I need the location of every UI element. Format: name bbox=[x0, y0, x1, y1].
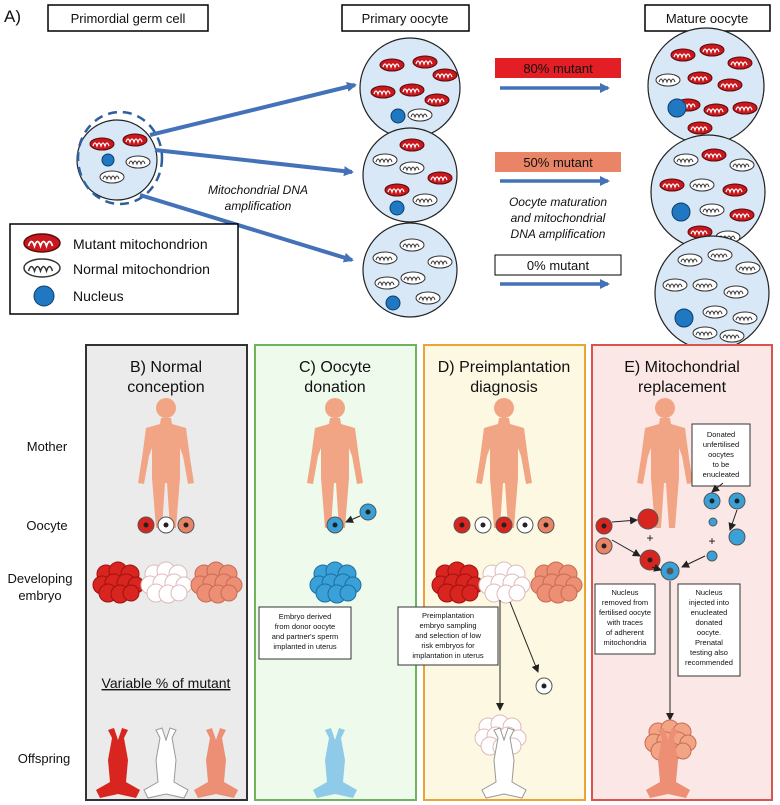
panel-d-title-1: D) Preimplantation bbox=[438, 359, 571, 376]
embryo-b-pink bbox=[190, 561, 243, 604]
panel-d-oocytes bbox=[453, 516, 555, 534]
bar-50-mutant bbox=[495, 152, 621, 172]
svg-text:Embryo derived: Embryo derived bbox=[279, 612, 332, 621]
panel-e-removed-note: Nucleus removed from fertilised oocyte w… bbox=[594, 583, 656, 655]
legend-nucleus-icon bbox=[33, 285, 55, 307]
plus-sign-2: + bbox=[708, 534, 715, 548]
svg-text:Preimplantation: Preimplantation bbox=[422, 611, 474, 620]
maturation-text-2: and mitochondrial bbox=[511, 211, 606, 225]
primordial-box bbox=[47, 4, 209, 32]
row-label-offspring: Offspring bbox=[18, 751, 71, 766]
svg-text:Nucleus: Nucleus bbox=[695, 588, 722, 597]
svg-text:recommended: recommended bbox=[685, 658, 733, 667]
primordial-label: Primordial germ cell bbox=[71, 11, 186, 26]
row-label-developing-2: embryo bbox=[18, 588, 61, 603]
arrow-d-sample bbox=[509, 601, 540, 673]
mature-oocyte-low bbox=[654, 235, 770, 351]
svg-text:Donated: Donated bbox=[707, 430, 735, 439]
svg-text:enucleated: enucleated bbox=[691, 608, 728, 617]
row-label-oocyte: Oocyte bbox=[26, 518, 67, 533]
svg-text:enucleated: enucleated bbox=[703, 470, 740, 479]
svg-text:risk embryos for: risk embryos for bbox=[421, 641, 475, 650]
panel-c-title-1: C) Oocyte bbox=[299, 359, 371, 376]
mature-label: Mature oocyte bbox=[666, 11, 748, 26]
panel-e-donated-note: Donated unfertilised oocytes to be enucl… bbox=[691, 423, 751, 487]
plus-sign-1: + bbox=[646, 531, 653, 545]
primary-box bbox=[341, 4, 470, 32]
embryo-d-red bbox=[431, 561, 484, 604]
panel-b-title-1: B) Normal bbox=[130, 359, 202, 376]
bar-80-mutant bbox=[495, 58, 621, 78]
bar-80-label: 80% mutant bbox=[523, 61, 593, 76]
svg-text:testing also: testing also bbox=[690, 648, 728, 657]
svg-text:oocytes: oocytes bbox=[708, 450, 734, 459]
legend-normal-label: Normal mitochondrion bbox=[73, 261, 210, 277]
svg-text:embryo sampling: embryo sampling bbox=[419, 621, 476, 630]
arrow-to-oocyte-1 bbox=[149, 82, 357, 137]
svg-text:Nucleus: Nucleus bbox=[611, 588, 638, 597]
svg-text:implantation in uterus: implantation in uterus bbox=[412, 651, 484, 660]
panel-e-title-1: E) Mitochondrial bbox=[624, 359, 740, 376]
legend-nucleus-label: Nucleus bbox=[73, 288, 124, 304]
maturation-text-3: DNA amplification bbox=[511, 227, 606, 241]
bar-0-label: 0% mutant bbox=[527, 258, 590, 273]
svg-text:donated: donated bbox=[695, 618, 722, 627]
svg-text:of adherent: of adherent bbox=[606, 628, 645, 637]
svg-text:from donor oocyte: from donor oocyte bbox=[275, 622, 335, 631]
svg-text:to be: to be bbox=[713, 460, 730, 469]
arrow-to-oocyte-2 bbox=[154, 148, 354, 177]
panel-e-injected-note: Nucleus injected into enucleated donated… bbox=[677, 583, 741, 677]
primary-oocyte-mid bbox=[362, 127, 458, 223]
embryo-b-white bbox=[140, 561, 193, 604]
mature-oocyte-mid bbox=[650, 134, 766, 250]
panel-b-oocytes bbox=[137, 516, 195, 534]
panel-e-title-2: replacement bbox=[638, 379, 727, 396]
bar-0-mutant bbox=[494, 254, 622, 276]
panel-c-note: Embryo derived from donor oocyte and par… bbox=[258, 606, 352, 660]
svg-text:and selection of low: and selection of low bbox=[415, 631, 481, 640]
embryo-d-pink bbox=[530, 561, 583, 604]
svg-text:Prenatal: Prenatal bbox=[695, 638, 723, 647]
svg-text:fertilised oocyte: fertilised oocyte bbox=[599, 608, 651, 617]
primary-label: Primary oocyte bbox=[362, 11, 449, 26]
arrow-to-oocyte-3 bbox=[139, 193, 354, 263]
row-label-mother: Mother bbox=[27, 439, 68, 454]
panel-d-note: Preimplantation embryo sampling and sele… bbox=[397, 606, 499, 666]
amplification-text-2: amplification bbox=[225, 199, 292, 213]
primary-oocyte-high bbox=[359, 37, 461, 139]
svg-text:and partner's sperm: and partner's sperm bbox=[272, 632, 338, 641]
panel-d-title-2: diagnosis bbox=[470, 379, 538, 396]
embryo-c bbox=[309, 561, 362, 604]
legend-mutant-label: Mutant mitochondrion bbox=[73, 236, 208, 252]
amplification-text-1: Mitochondrial DNA bbox=[208, 183, 308, 197]
panel-b-title-2: conception bbox=[127, 379, 204, 396]
embryo-b-red bbox=[92, 561, 145, 604]
panel-e-oocytes: + + bbox=[595, 492, 746, 581]
mature-oocyte-high bbox=[647, 27, 765, 145]
svg-text:unfertilised: unfertilised bbox=[703, 440, 739, 449]
svg-text:implanted in uterus: implanted in uterus bbox=[273, 642, 337, 651]
variable-percent-label: Variable % of mutant bbox=[102, 675, 231, 691]
panel-a-label: A) bbox=[4, 7, 21, 26]
primary-oocyte-low bbox=[362, 222, 458, 318]
embryo-d-white bbox=[478, 561, 531, 604]
legend: Mutant mitochondrion Normal mitochondrio… bbox=[9, 223, 239, 315]
bar-50-label: 50% mutant bbox=[523, 155, 593, 170]
svg-text:mitochondria: mitochondria bbox=[604, 638, 648, 647]
primordial-cell bbox=[76, 110, 164, 206]
svg-text:with traces: with traces bbox=[606, 618, 643, 627]
panel-c-title-2: donation bbox=[304, 379, 365, 396]
svg-text:injected into: injected into bbox=[689, 598, 729, 607]
maturation-text-1: Oocyte maturation bbox=[509, 195, 607, 209]
svg-text:oocyte.: oocyte. bbox=[697, 628, 721, 637]
row-label-developing-1: Developing bbox=[7, 571, 72, 586]
svg-text:removed from: removed from bbox=[602, 598, 648, 607]
